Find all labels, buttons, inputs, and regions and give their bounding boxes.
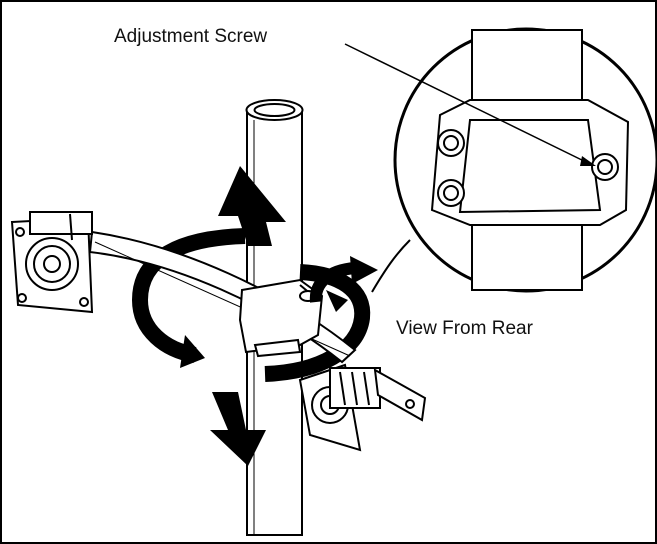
- tilt-arrow: [309, 256, 378, 312]
- rear-view-detail: [393, 27, 657, 293]
- left-vesa-plate: [10, 211, 94, 314]
- adjustment-screw-leader: [344, 43, 596, 166]
- adjustment-screw-label: Adjustment Screw: [114, 26, 268, 47]
- view-from-rear-label: View From Rear: [396, 318, 533, 339]
- detail-connector-line: [371, 239, 411, 293]
- right-vesa-plate: [298, 363, 427, 452]
- height-adjust-arrows: [210, 166, 286, 466]
